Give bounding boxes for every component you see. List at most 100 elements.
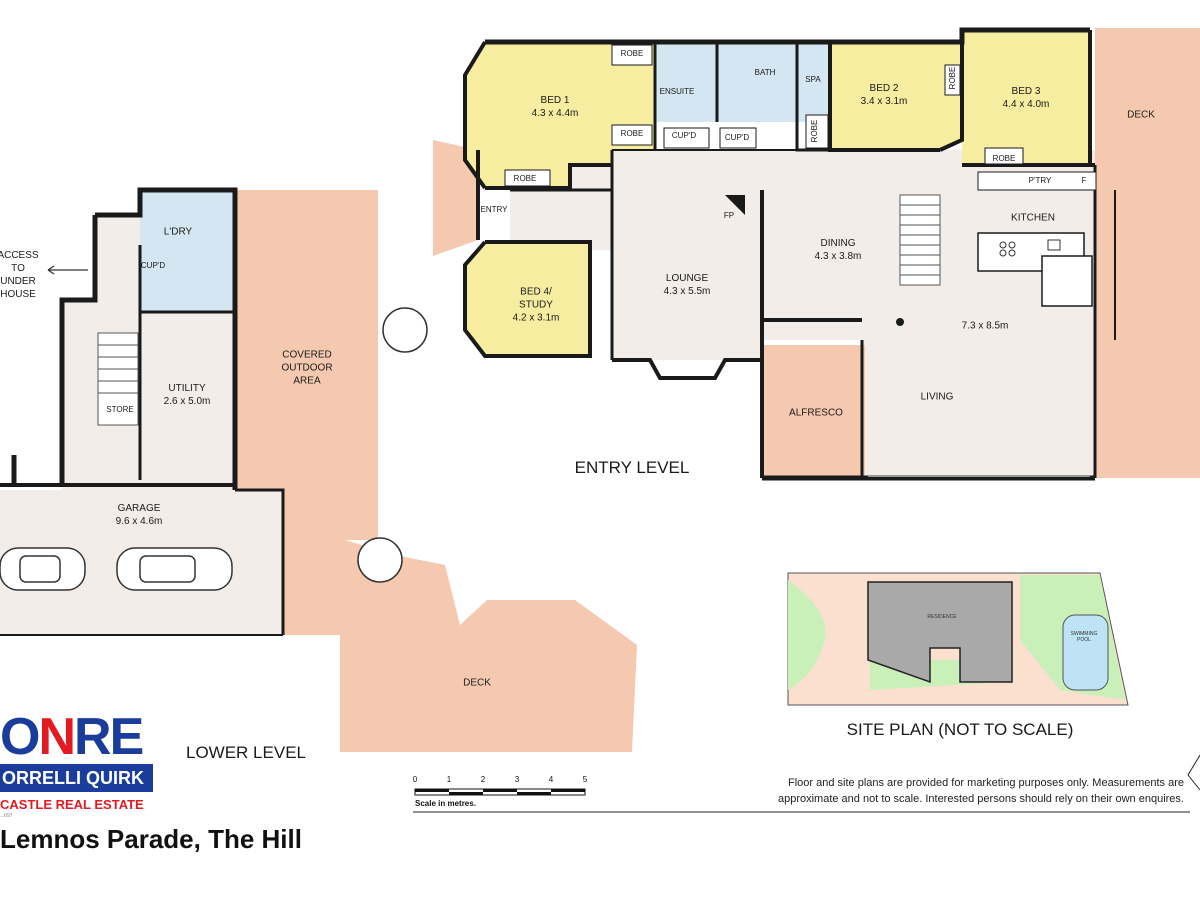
room-label-living-size: 7.3 x 8.5m (961, 320, 1009, 332)
bed2-floor (830, 42, 962, 150)
site-house (867, 581, 1013, 684)
room-label-lounge: LOUNGE 4.3 x 5.5m (664, 272, 711, 298)
room-label-fridge: F (1081, 176, 1087, 185)
deck-upper-floor (1095, 28, 1200, 478)
robe-outlines (504, 44, 1097, 191)
room-label-deck-lower: DECK (463, 677, 491, 689)
scale-tick: 3 (514, 775, 520, 784)
room-label-bed3: BED 3 4.4 x 4.0m (1003, 85, 1050, 111)
room-label-deck-upper: DECK (1127, 109, 1155, 121)
room-label-store: STORE (106, 405, 134, 414)
room-label-pantry: P'TRY (1028, 176, 1052, 185)
site-lawn-left (788, 580, 826, 690)
room-label-robe: ROBE (513, 174, 537, 183)
disclaimer-text: Floor and site plans are provided for ma… (777, 777, 1184, 805)
scale-tick: 1 (446, 775, 452, 784)
room-size: 4.4 x 4.0m (1002, 99, 1050, 110)
room-name: UTILITY (168, 383, 206, 394)
site-residence-label: RESIDENCE (927, 614, 957, 620)
ensuite-floor (655, 42, 717, 122)
entry-level-title: ENTRY LEVEL (574, 458, 690, 477)
spiral-stair-icon (357, 537, 403, 583)
room-label-kitchen: KITCHEN (1011, 212, 1055, 224)
room-label-robe: ROBE (620, 49, 644, 58)
room-name: GARAGE (117, 503, 161, 514)
column-icon (896, 318, 904, 326)
cooktop-icon (999, 249, 1007, 257)
site-pool-label: SWIMMING POOL (1070, 631, 1098, 643)
site-plan-title: SITE PLAN (NOT TO SCALE) (846, 720, 1074, 739)
scale-tick: 2 (480, 775, 486, 784)
bed4-floor (465, 242, 590, 356)
room-size: 9.6 x 4.6m (115, 516, 163, 527)
room-label-access: ACCESS TO UNDER HOUSE (0, 250, 39, 300)
logo-text: O (0, 708, 40, 766)
room-label-entry: ENTRY (480, 205, 508, 214)
room-label-robe: ROBE (810, 119, 819, 143)
logo-text-accent: N (38, 708, 76, 766)
room-size: 4.3 x 4.4m (531, 108, 579, 119)
room-size: 3.4 x 3.1m (860, 96, 908, 107)
spiral-stair-icon (382, 307, 428, 353)
scale-caption: Scale in metres. (415, 799, 476, 808)
entry-level-walls (463, 27, 1116, 481)
room-label-laundry: L'DRY (163, 226, 193, 238)
scale-tick: 4 (548, 775, 554, 784)
spa-floor (797, 42, 830, 122)
room-name: BED 3 (1011, 86, 1041, 97)
room-label-robe: ROBE (620, 129, 644, 138)
room-name: BED 2 (869, 83, 899, 94)
agency-fineprint: ...097 (0, 813, 13, 819)
bed3-floor (962, 30, 1090, 165)
room-label-cupd: CUP'D (724, 133, 750, 142)
room-label-garage: GARAGE 9.6 x 4.6m (116, 502, 163, 528)
stair-icon (899, 194, 941, 286)
room-label-cupd: CUP'D (671, 131, 697, 140)
cooktop-icon (1008, 249, 1016, 257)
bed1-floor (465, 42, 655, 188)
agency-name-bar: ORRELLI QUIRK (0, 764, 153, 792)
room-label-spa: SPA (805, 75, 821, 84)
fireplace-icon (725, 195, 745, 215)
room-label-robe: ROBE (992, 154, 1016, 163)
scale-tick: 0 (412, 775, 418, 784)
lower-level-title: LOWER LEVEL (186, 743, 306, 762)
room-label-robe: ROBE (948, 66, 957, 90)
stair-icon (97, 332, 139, 426)
room-name: LOUNGE (665, 273, 709, 284)
property-address: Lemnos Parade, The Hill (0, 824, 302, 854)
room-label-cupd: CUP'D (140, 261, 166, 270)
room-label-bath: BATH (754, 68, 776, 77)
arrow-left-icon (47, 265, 88, 275)
deck-lower-floor (340, 540, 637, 752)
room-name: DINING (820, 238, 856, 249)
north-arrow-icon (1187, 754, 1200, 791)
bath-floor (717, 42, 797, 122)
room-label-bed2: BED 2 3.4 x 3.1m (861, 82, 908, 108)
room-label-dining: DINING 4.3 x 3.8m (815, 237, 862, 263)
entry-porch-floor (433, 140, 478, 256)
agency-subtitle: CASTLE REAL ESTATE (0, 797, 144, 812)
car-icon (0, 547, 233, 591)
room-size: 4.3 x 5.5m (663, 286, 711, 297)
scale-tick: 5 (582, 775, 588, 784)
hallway-floor (478, 150, 1095, 478)
covered-outdoor-floor (235, 190, 378, 635)
logo-text: RE (74, 708, 144, 766)
room-name: BED 4/ STUDY (519, 286, 553, 311)
room-label-ensuite: ENSUITE (659, 87, 695, 96)
room-size: 4.2 x 3.1m (512, 312, 560, 324)
kitchen-bench (1041, 255, 1093, 307)
room-label-living: LIVING (920, 391, 954, 403)
alfresco-floor (762, 345, 865, 478)
site-pool (1062, 614, 1109, 691)
room-label-fireplace: FP (723, 211, 735, 220)
room-size: 4.3 x 3.8m (814, 251, 862, 262)
lower-level-walls (0, 187, 285, 636)
laundry-floor (140, 190, 233, 312)
room-label-alfresco: ALFRESCO (789, 407, 843, 419)
